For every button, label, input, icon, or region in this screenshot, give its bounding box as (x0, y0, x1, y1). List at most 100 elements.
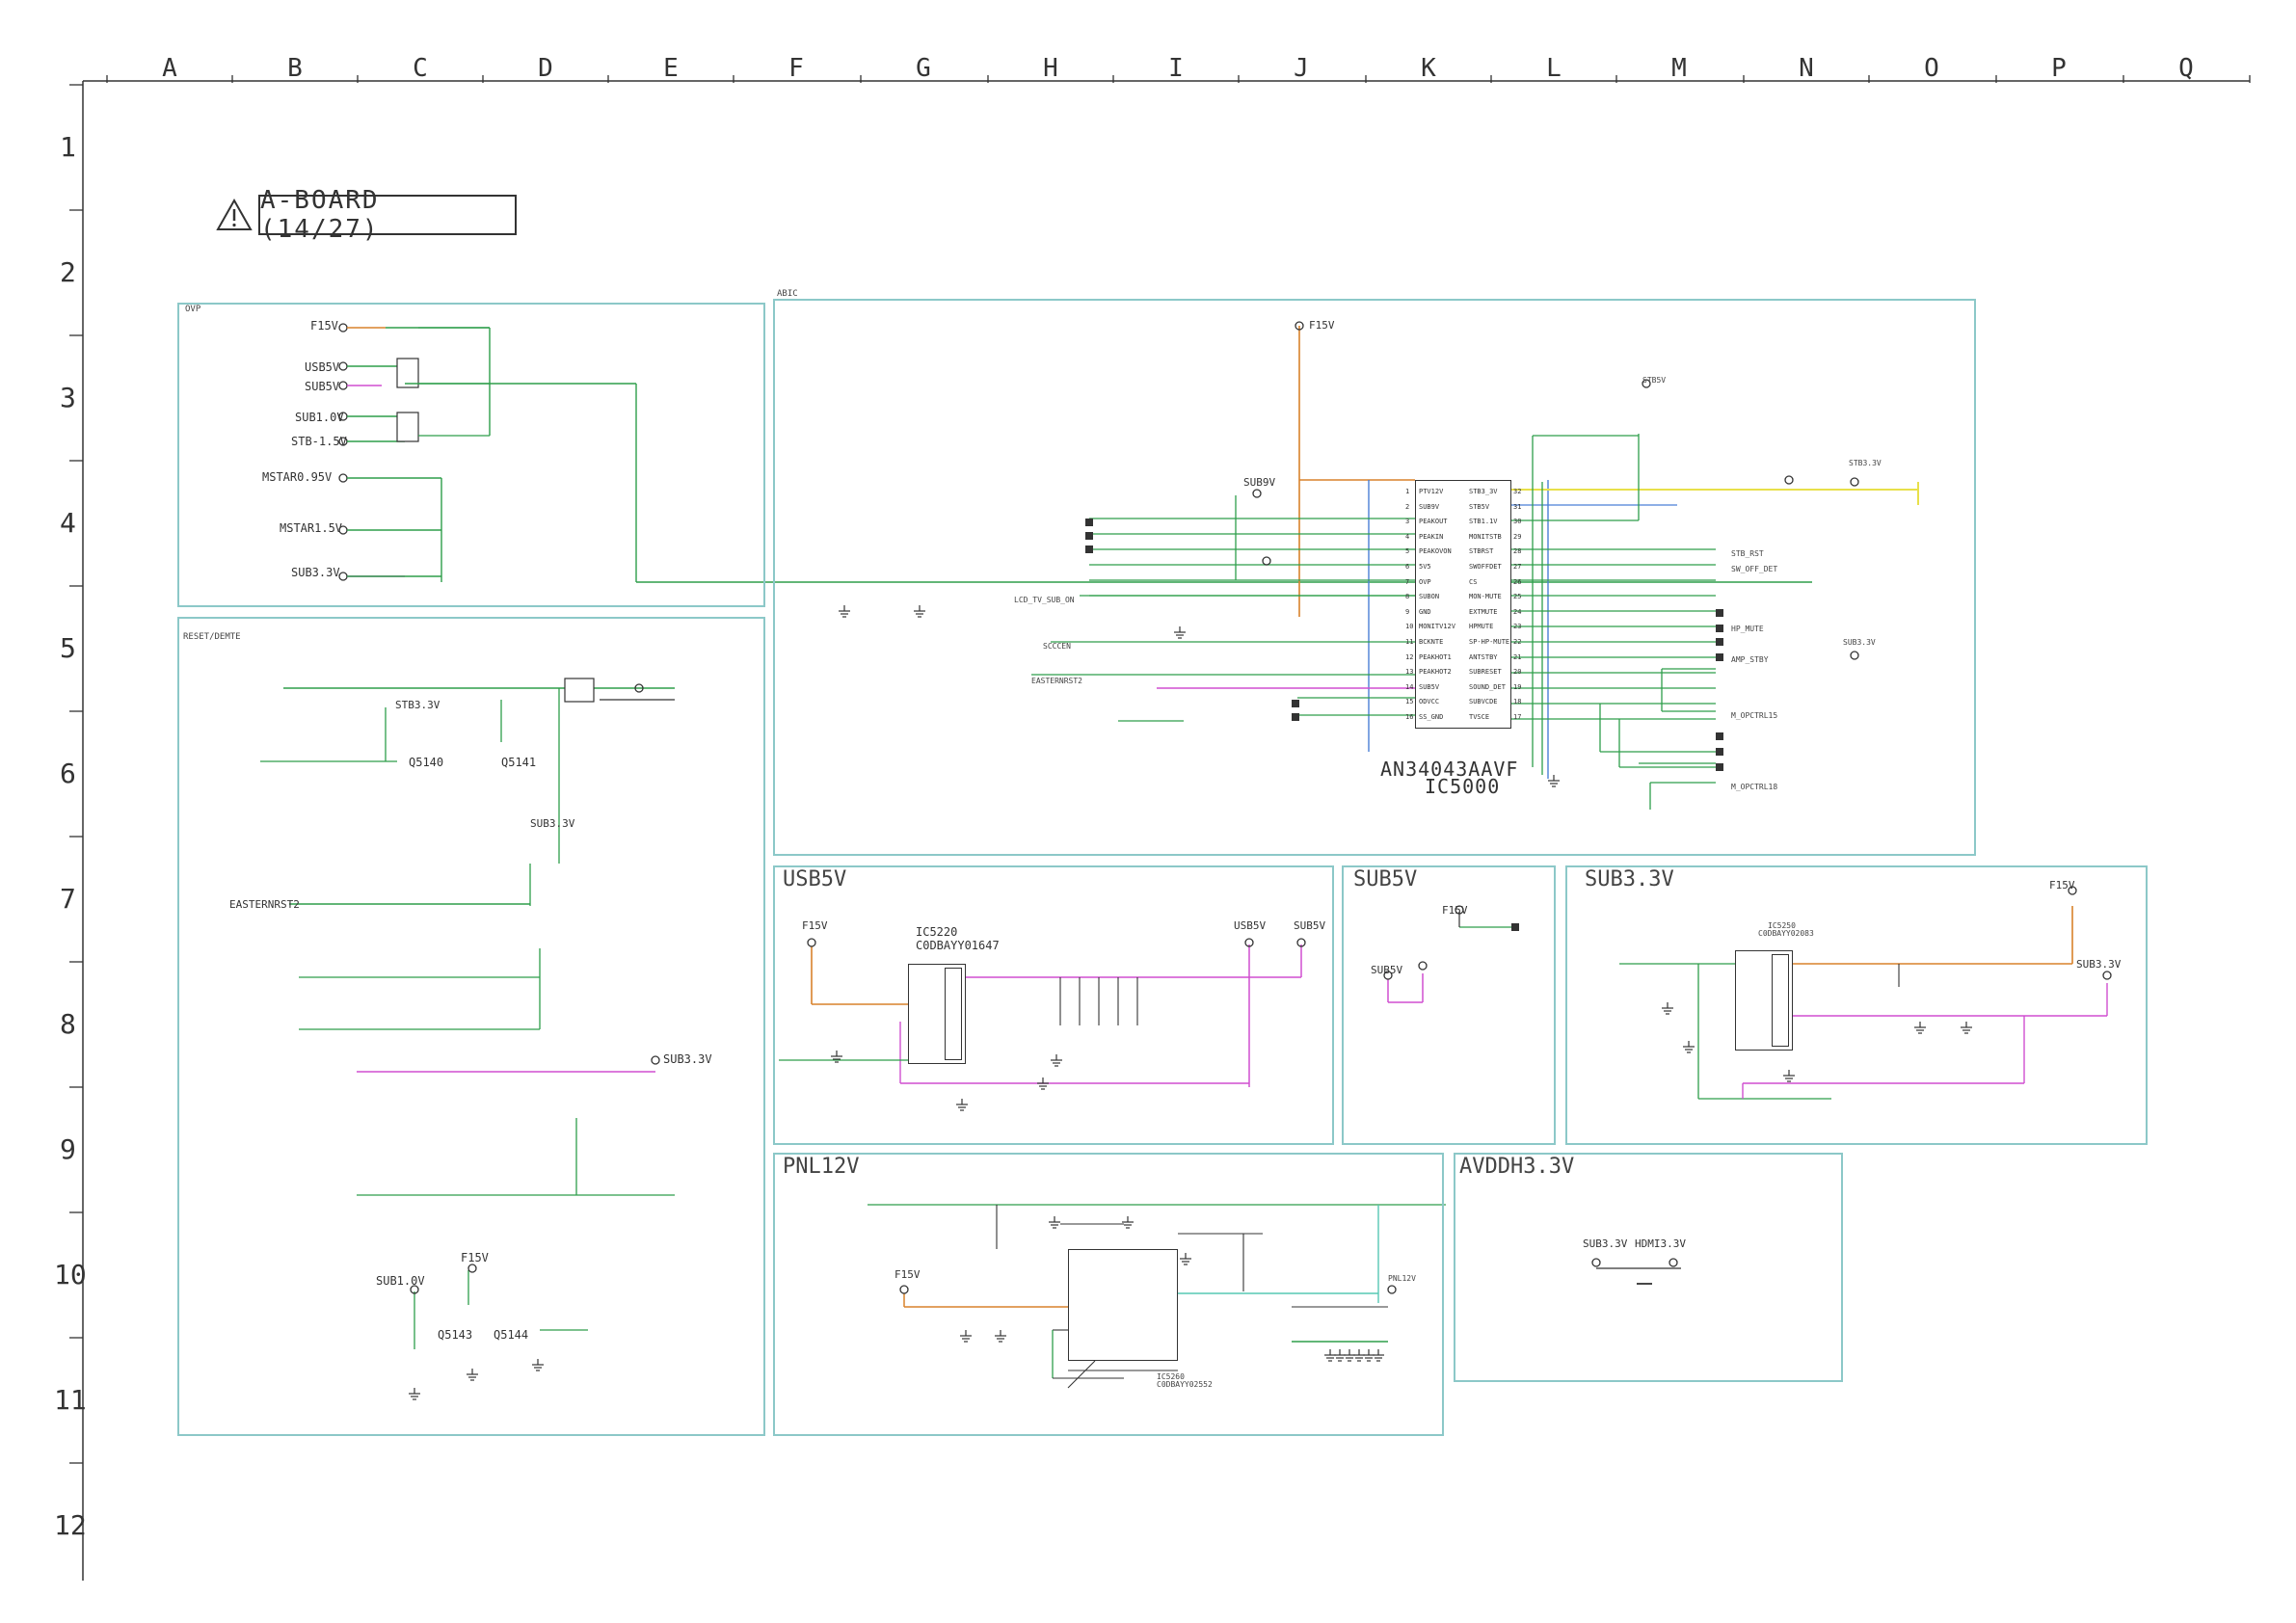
ic5000-pin-number: 29 (1513, 532, 1522, 541)
connector (1716, 653, 1723, 661)
ic5000-pin-right: STB5V (1469, 502, 1490, 511)
section-pnl12v-title: PNL12V (783, 1155, 860, 1179)
connector (1716, 625, 1723, 632)
abic-terminal (1784, 475, 1794, 485)
section-reset-tag: RESET/DEMTE (183, 632, 241, 642)
reset-terminal (651, 1055, 660, 1065)
reset-sub33v: SUB3.3V (530, 817, 575, 830)
connector (1085, 545, 1093, 553)
ic5000-pin-number: 21 (1513, 652, 1522, 661)
section-avddh33v (1454, 1153, 1843, 1382)
section-sub5v-title: SUB5V (1353, 867, 1418, 891)
row-label: 5 (60, 632, 76, 664)
row-label: 9 (60, 1133, 76, 1165)
sub5v-terminal (1418, 961, 1428, 971)
column-label: L (1546, 54, 1562, 83)
q5144-label: Q5144 (494, 1328, 529, 1342)
ic5000-pin-left: SS_GND (1419, 713, 1444, 721)
sub5v-f15v: F15V (1442, 904, 1468, 917)
sub33v-sub33v: SUB3.3V (2076, 958, 2122, 971)
section-usb5v-title: USB5V (783, 867, 847, 891)
ic5000-pin-left: GND (1419, 607, 1431, 616)
ic5000-pin-number: 2 (1405, 502, 1410, 511)
abic-f15v: F15V (1309, 319, 1335, 332)
row-label: 11 (54, 1384, 87, 1416)
ic5000-pin-left: PEAKOVON (1419, 547, 1452, 556)
ovp-input-stb15v: STB-1.5V (291, 435, 347, 448)
row-label: 7 (60, 883, 76, 915)
section-sub33v (1565, 865, 2148, 1145)
column-label: H (1043, 54, 1058, 83)
reset-f15v: F15V (461, 1251, 489, 1264)
ic5000-body (1415, 480, 1511, 729)
abic-lcd-tv-sub-on: LCD_TV_SUB_ON (1014, 596, 1075, 604)
ic5000-pin-number: 5 (1405, 547, 1410, 556)
ic5220-part: C0DBAYY01647 (916, 939, 1000, 952)
ic5000-pin-number: 1 (1405, 488, 1410, 495)
abic-f15v-terminal (1295, 321, 1304, 331)
ic5000-pin-right: MON-MUTE (1469, 593, 1502, 601)
ic5000-pin-number: 28 (1513, 547, 1522, 556)
ic5000-pin-number: 8 (1405, 593, 1410, 601)
ic5000-pin-number: 32 (1513, 488, 1522, 495)
ic5000-pin-number: 24 (1513, 607, 1522, 616)
abic-terminal (1850, 477, 1859, 487)
section-abic-tag: ABIC (777, 289, 798, 299)
ic5000-pin-number: 7 (1405, 577, 1410, 586)
ic5000-pin-right: STBRST (1469, 547, 1494, 556)
ic5000-pin-number: 10 (1405, 623, 1414, 631)
ovp-input-mstar15v: MSTAR1.5V (280, 521, 343, 535)
ic5000-pin-left: SUBON (1419, 593, 1440, 601)
abic-terminal (1850, 651, 1859, 660)
ic5000-pin-number: 25 (1513, 593, 1522, 601)
q5141-label: Q5141 (501, 756, 537, 769)
ic5000-pin-number: 20 (1513, 668, 1522, 677)
ic5000-part: AN34043AAVF (1380, 758, 1519, 781)
section-ovp-tag: OVP (185, 305, 201, 314)
ic5250-part: C0DBAYY02083 (1758, 929, 1814, 938)
connector (1716, 763, 1723, 771)
ic5000-pin-right: EXTMUTE (1469, 607, 1498, 616)
connector (1292, 713, 1299, 721)
row-label: 3 (60, 382, 76, 413)
ic5000-pin-right: CS (1469, 577, 1478, 586)
ovp-input-f15v: F15V (310, 319, 338, 333)
ic5000-pin-left: 5V5 (1419, 563, 1431, 571)
usb5v-f15v: F15V (802, 919, 828, 932)
usb5v-sub5v: SUB5V (1294, 919, 1326, 932)
abic-stb33v: STB3.3V (1849, 459, 1882, 467)
reset-sub1v: SUB1.0V (376, 1274, 425, 1288)
ic5000-pin-number: 4 (1405, 532, 1410, 541)
q5143-label: Q5143 (438, 1328, 473, 1342)
board-title: A-BOARD (14/27) (258, 186, 517, 244)
connector (1716, 732, 1723, 740)
ic5000-pin-number: 27 (1513, 563, 1522, 571)
ic5260-part: C0DBAYY02552 (1157, 1380, 1213, 1389)
ic5000-pin-number: 9 (1405, 607, 1410, 616)
sub33v-terminal (2068, 886, 2077, 895)
ic5174 (396, 412, 419, 442)
ic5220-ref: IC5220 (916, 925, 958, 939)
sub5v-terminal (1383, 971, 1393, 980)
abic-scccen: SCCCEN (1043, 642, 1071, 651)
section-ovp (177, 303, 765, 607)
ic5000-pin-number: 19 (1513, 682, 1522, 691)
ic5000-ref: IC5000 (1425, 775, 1501, 798)
ic5000-pin-left: SUB9V (1419, 502, 1440, 511)
column-label: N (1799, 54, 1814, 83)
section-reset (177, 617, 765, 1436)
ic5000-pin-left: BCKNTE (1419, 638, 1444, 646)
connector (1716, 609, 1723, 617)
section-pnl12v (773, 1153, 1444, 1436)
ic5000-pin-right: SUBRESET (1469, 668, 1502, 677)
abic-easternrst: EASTERNRST2 (1031, 677, 1082, 685)
ovp-input-mstar095v: MSTAR0.95V (262, 470, 333, 484)
ic5000-pin-number: 6 (1405, 563, 1410, 571)
pnl12v-f15v: F15V (894, 1268, 921, 1281)
usb5v-terminal (1296, 938, 1306, 947)
ic5000-pin-right: SUBVCDE (1469, 698, 1498, 706)
usb5v-terminal (807, 938, 816, 947)
ic5260-body (1068, 1249, 1178, 1361)
reset-sub33v-out: SUB3.3V (663, 1052, 712, 1066)
ic5000-pin-right: SOUND_DET (1469, 682, 1506, 691)
